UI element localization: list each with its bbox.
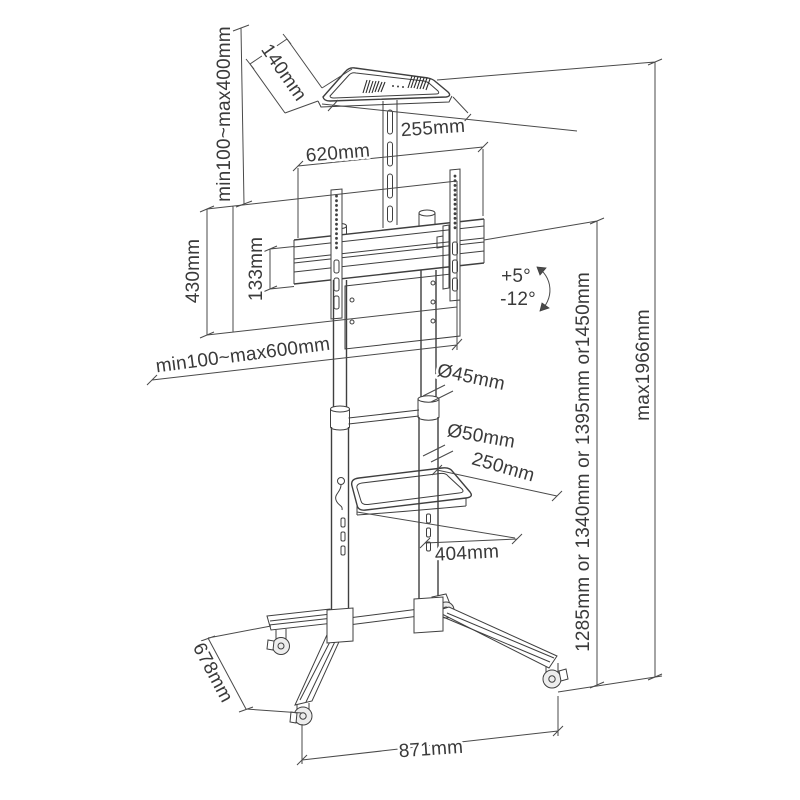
dim-label-base-depth: 678mm: [188, 639, 237, 706]
dim-label-tray-height-range: min100~max400mm: [214, 26, 235, 202]
caster-brake-front-left: [289, 711, 298, 724]
label-tilt-down: -12°: [500, 289, 536, 310]
dim-label-vesa-height: 430mm: [183, 239, 204, 303]
pole-collars: [330, 395, 440, 431]
caster-front-right: [542, 669, 562, 689]
dimension-lines: [146, 24, 663, 766]
dim-label-base-width: 871mm: [398, 737, 464, 762]
tray-dots: [392, 85, 404, 88]
dim-label-vesa-width-range: min100~max600mm: [154, 334, 331, 378]
dim-label-upper-pole-diameter: Ø45mm: [435, 360, 506, 395]
lower-poles: [330, 409, 439, 626]
camera-tray: [317, 67, 453, 108]
label-tilt-up: +5°: [501, 266, 531, 287]
vesa-rail-left: [330, 188, 343, 320]
pole-bases: [326, 596, 444, 644]
tilt-arc-arrows: [536, 266, 550, 312]
leg-rear-left: [266, 608, 335, 655]
shelf-hook-ring: [337, 477, 345, 485]
dim-label-tray-width: 255mm: [400, 116, 466, 141]
middle-shelf: [335, 467, 473, 556]
caster-rear-left: [272, 637, 290, 655]
dim-label-max-height: max1966mm: [633, 309, 654, 421]
tray-vent-right: [407, 75, 431, 91]
upper-poles: [332, 270, 437, 409]
tray-column: [382, 100, 398, 228]
dim-label-rail-height: 133mm: [246, 237, 267, 301]
caster-brake-front-right: [558, 668, 569, 682]
dim-label-crossbar-width: 620mm: [305, 140, 371, 167]
dim-label-shelf-depth: 250mm: [469, 449, 537, 487]
dim-label-shelf-width: 404mm: [434, 541, 499, 565]
tray-vent-left: [362, 79, 386, 94]
caster-brake-rear-left: [266, 639, 275, 651]
leg-front-right: [434, 606, 569, 689]
shelf-hook: [335, 484, 343, 511]
dim-label-lower-pole-diameter: Ø50mm: [445, 420, 516, 453]
dim-label-column-height-options: 1285mm or 1340mm or 1395mm or1450mm: [573, 272, 594, 652]
dim-label-tray-depth: 140mm: [256, 40, 310, 105]
